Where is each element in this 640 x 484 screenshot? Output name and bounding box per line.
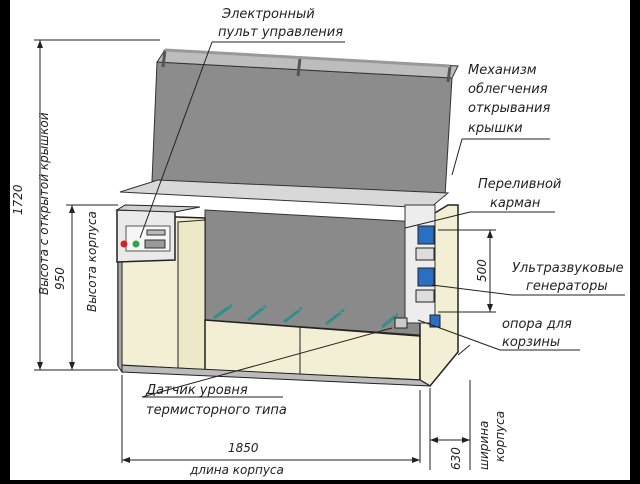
svg-text:Электронный: Электронный: [221, 7, 315, 22]
svg-text:пульт управления: пульт управления: [218, 25, 343, 40]
svg-text:опора для: опора для: [502, 317, 572, 332]
callout-ultrasonic: Ультразвуковые генераторы: [512, 261, 624, 294]
callout-lid-mechanism: Механизм облегчения открывания крышки: [468, 63, 550, 136]
svg-text:Переливной: Переливной: [478, 177, 561, 192]
stop-button: [120, 240, 128, 248]
callout-basket-support: опора для корзины: [502, 317, 572, 350]
dimension-height-body: [66, 204, 118, 370]
callout-level-sensor: Датчик уровня термисторного типа: [145, 383, 287, 418]
width-label-2: корпуса: [493, 411, 507, 462]
width-value: 630: [449, 447, 463, 470]
generator-connector-1: [417, 225, 435, 245]
svg-text:Ультразвуковые: Ультразвуковые: [512, 261, 624, 276]
svg-text:Механизм: Механизм: [468, 63, 537, 78]
svg-text:Датчик уровня: Датчик уровня: [145, 383, 248, 398]
svg-text:термисторного типа: термисторного типа: [146, 403, 287, 418]
svg-text:генераторы: генераторы: [526, 279, 608, 294]
dimension-height-open: [34, 39, 160, 371]
dimension-generator: [438, 229, 496, 313]
start-button: [132, 240, 140, 248]
svg-text:карман: карман: [490, 196, 541, 211]
callout-leaders: [139, 41, 625, 398]
control-panel: [115, 204, 201, 263]
svg-text:открывания: открывания: [468, 101, 550, 116]
width-label-1: ширина: [477, 421, 491, 470]
callout-overflow-pocket: Переливной карман: [478, 177, 561, 211]
svg-text:корзины: корзины: [502, 335, 560, 350]
display: [144, 239, 166, 249]
svg-text:облегчения: облегчения: [468, 82, 548, 97]
height-body-label: Высота корпуса: [85, 211, 99, 312]
left-border: [0, 0, 10, 480]
length-value: 1850: [228, 441, 259, 455]
generator-connector-2: [417, 267, 435, 287]
dimension-width: [429, 344, 471, 470]
dimension-length: [121, 375, 421, 463]
ultrasonic-generators: [394, 204, 441, 329]
height-open-label: Высота с открытой крышкой: [37, 112, 51, 295]
lid: [151, 48, 459, 197]
height-open-value: 1720: [11, 184, 25, 215]
height-body-value: 950: [53, 267, 67, 290]
basket-support-block: [394, 317, 408, 329]
right-border: [630, 0, 640, 480]
svg-text:крышки: крышки: [468, 121, 523, 136]
callout-control-panel: Электронный пульт управления: [218, 7, 343, 40]
generator-dimension-value: 500: [475, 259, 489, 282]
length-label: длина корпуса: [189, 463, 284, 477]
